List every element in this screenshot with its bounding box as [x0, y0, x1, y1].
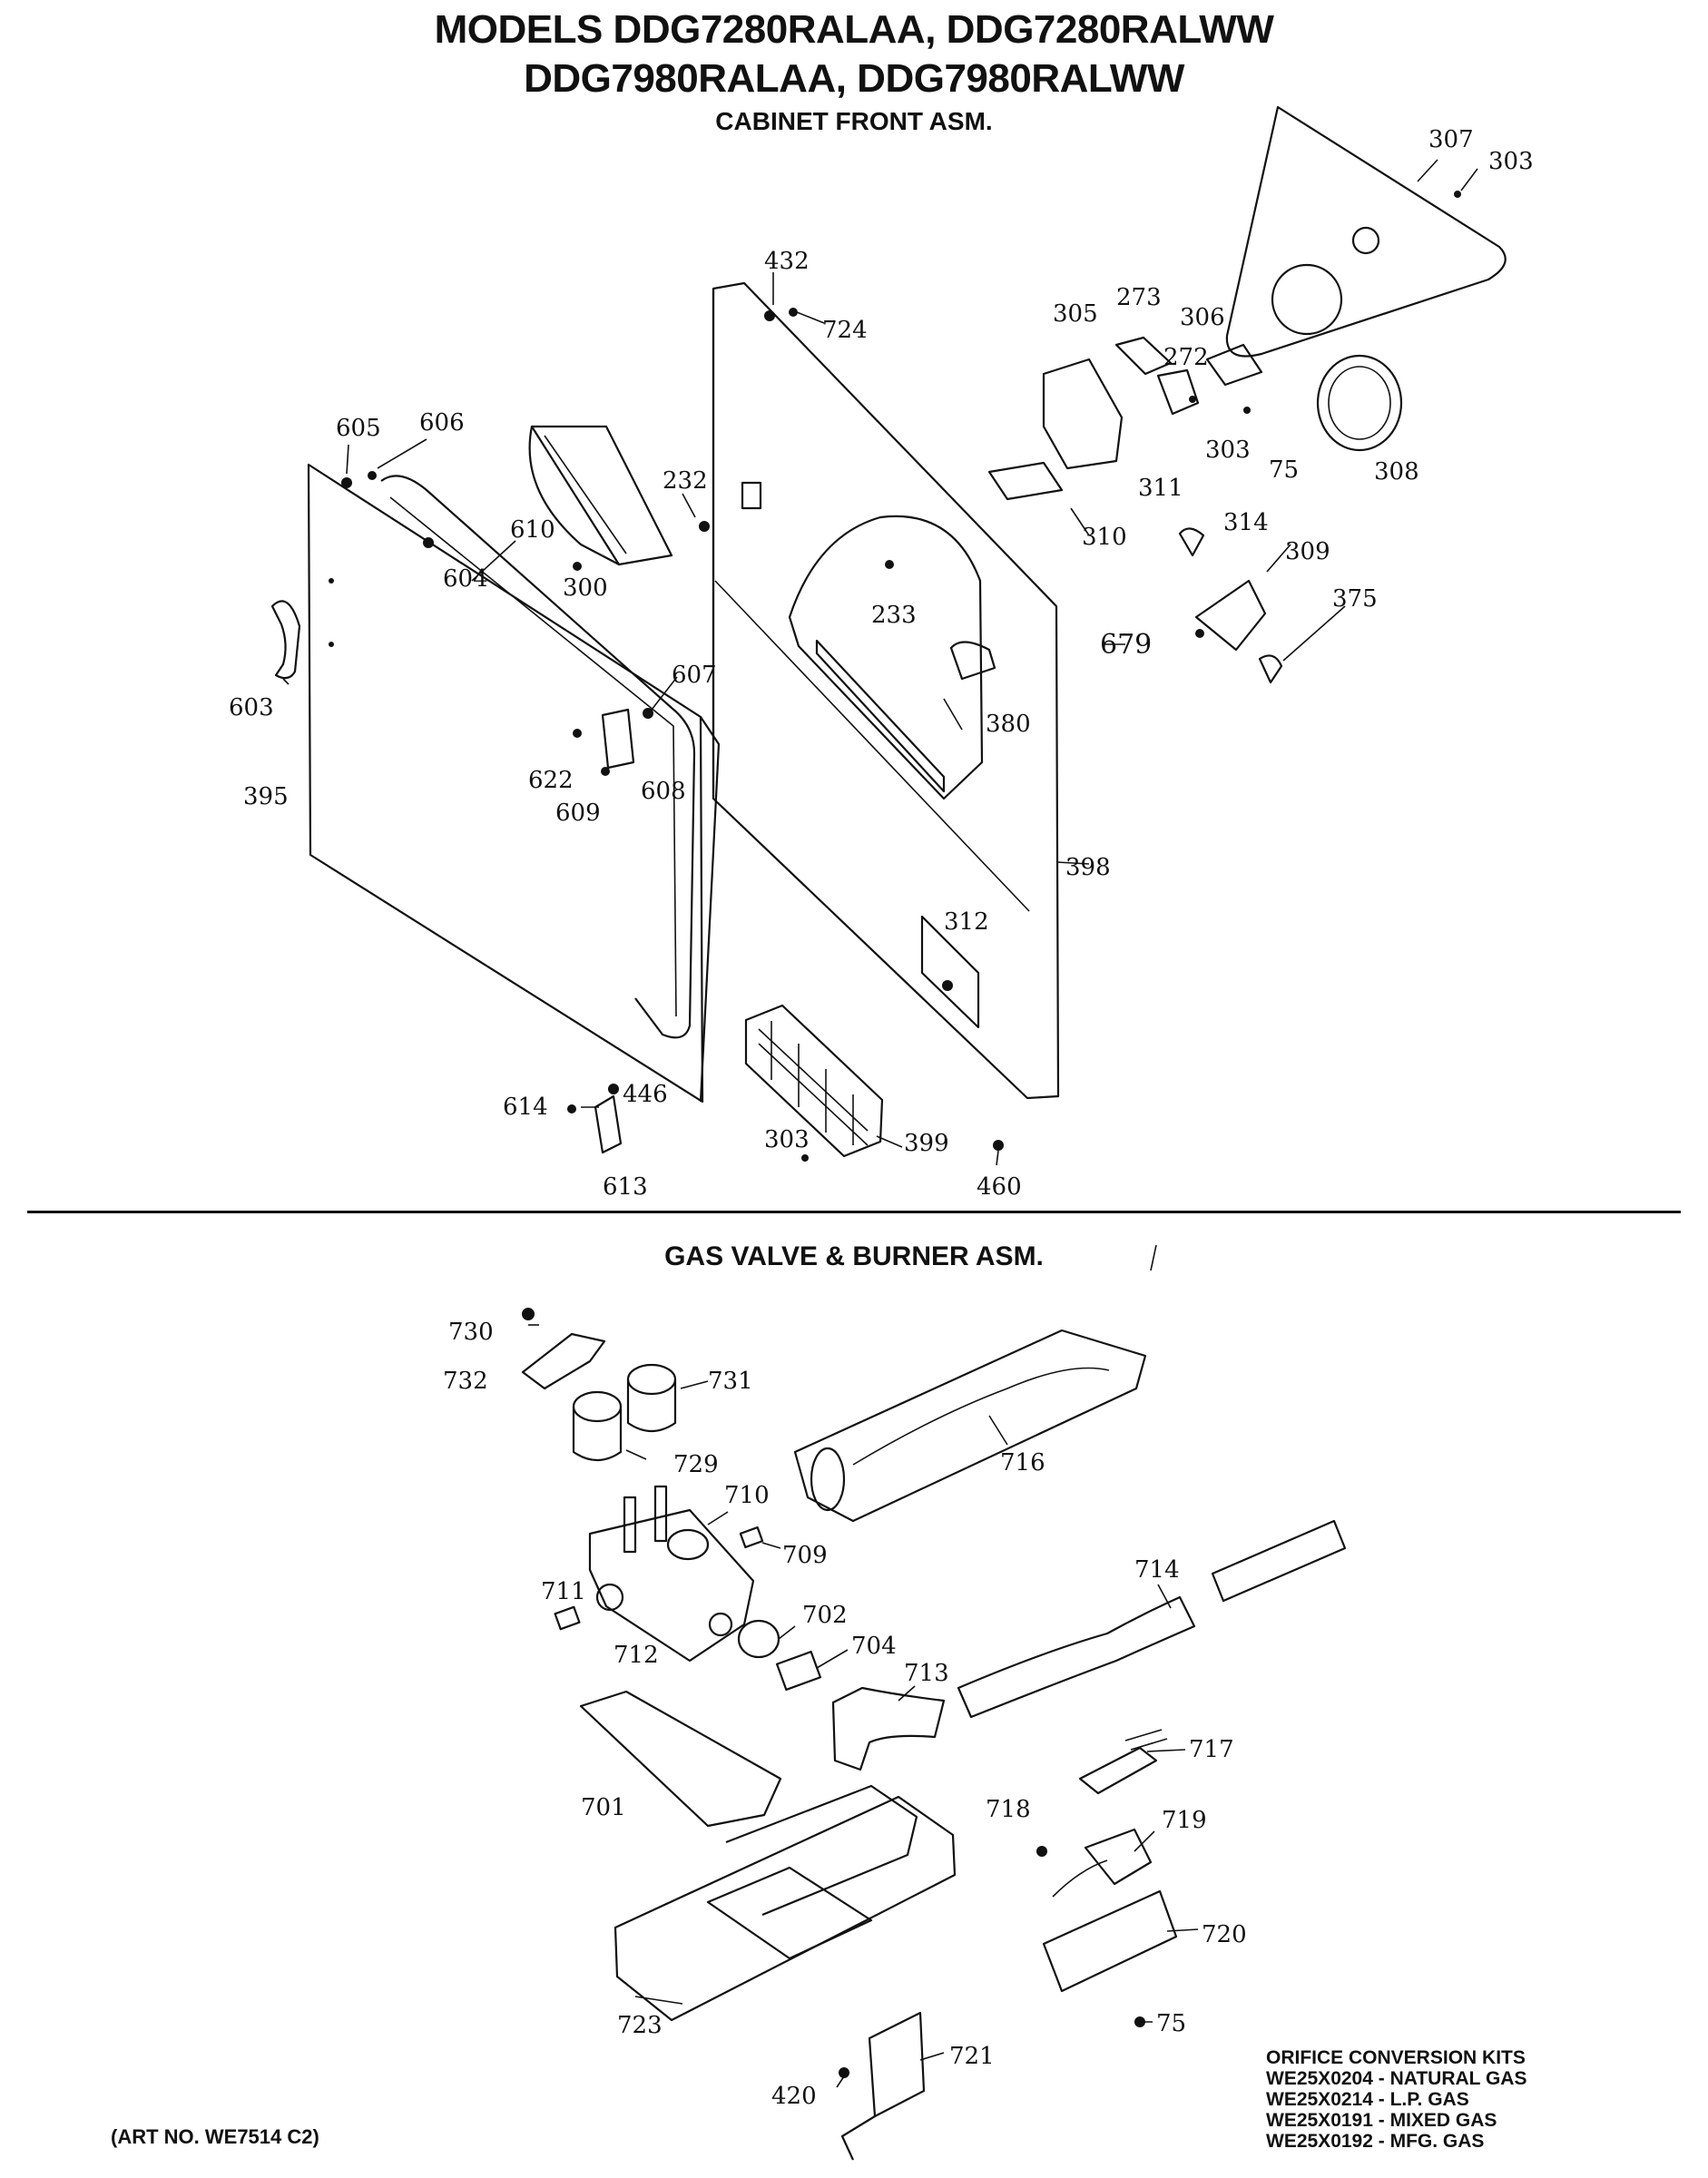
orifice-conversion-kits: ORIFICE CONVERSION KITS WE25X0204 - NATU… [1266, 2047, 1526, 2152]
gas-valve [588, 1485, 755, 1663]
label-714: 714 [1134, 1556, 1180, 1584]
coil-bracket [521, 1332, 606, 1390]
label-724: 724 [822, 317, 868, 344]
gas-supply-pipe [957, 1519, 1347, 1719]
kit-lp-gas: WE25X0214 - L.P. GAS [1266, 2089, 1469, 2110]
label-233: 233 [871, 602, 917, 629]
label-709: 709 [782, 1542, 828, 1569]
label-720: 720 [1202, 1921, 1247, 1948]
door-liner [380, 475, 696, 1039]
cabinet-front-panel [712, 281, 1060, 1100]
label-712: 712 [614, 1642, 659, 1669]
valve-coils [572, 1363, 677, 1462]
label-432: 432 [764, 248, 810, 275]
start-switch [1178, 527, 1283, 684]
door-switch [1114, 336, 1263, 416]
label-608: 608 [641, 778, 686, 805]
label-704: 704 [851, 1633, 897, 1660]
kit-mixed-gas: WE25X0191 - MIXED GAS [1266, 2110, 1497, 2131]
label-420: 420 [771, 2083, 817, 2110]
label-607: 607 [672, 662, 717, 689]
label-308: 308 [1374, 458, 1419, 486]
label-303-bottom: 303 [764, 1126, 810, 1153]
label-701: 701 [581, 1794, 626, 1821]
label-272: 272 [1163, 344, 1209, 371]
label-713: 713 [904, 1660, 949, 1687]
seal-ring [1316, 354, 1403, 452]
page-title-line-2: DDG7980RALAA, DDG7980RALWW [524, 56, 1184, 101]
label-731: 731 [708, 1368, 753, 1395]
burner-bracket [614, 1784, 957, 2022]
label-307: 307 [1428, 126, 1474, 153]
section-title-gas-valve: GAS VALVE & BURNER ASM. [664, 1241, 1044, 1271]
label-702: 702 [802, 1602, 848, 1629]
label-399: 399 [904, 1130, 949, 1157]
label-460: 460 [977, 1173, 1022, 1201]
label-395: 395 [243, 783, 289, 810]
door-handle [270, 600, 301, 680]
label-303: 303 [1205, 437, 1251, 464]
label-310: 310 [1082, 524, 1127, 551]
valve-mounting-plate [579, 1690, 782, 1828]
label-314: 314 [1223, 509, 1269, 536]
label-312: 312 [944, 908, 989, 936]
label-300: 300 [563, 574, 608, 602]
switch-cover [987, 358, 1124, 501]
label-723: 723 [617, 2012, 663, 2039]
burner-housing [793, 1329, 1147, 1523]
heat-shield [868, 2011, 926, 2118]
label-719: 719 [1162, 1807, 1207, 1834]
fasteners [341, 191, 1461, 1162]
label-721: 721 [949, 2043, 995, 2070]
section-divider [27, 1211, 1681, 1213]
label-75-burner: 75 [1156, 2010, 1186, 2037]
page-title-line-1: MODELS DDG7280RALAA, DDG7280RALWW [434, 7, 1274, 52]
lint-filter [528, 425, 673, 566]
label-604: 604 [443, 565, 488, 593]
label-730: 730 [448, 1319, 494, 1346]
section-title-cabinet-front: CABINET FRONT ASM. [715, 107, 993, 135]
label-309: 309 [1285, 538, 1330, 565]
label-732: 732 [443, 1368, 488, 1395]
kits-title: ORIFICE CONVERSION KITS [1266, 2047, 1526, 2068]
label-718: 718 [986, 1796, 1031, 1823]
label-614: 614 [503, 1094, 548, 1121]
drum-bearing-bracket [1225, 105, 1507, 358]
label-375: 375 [1332, 585, 1378, 613]
label-311: 311 [1138, 475, 1183, 502]
kit-natural-gas: WE25X0204 - NATURAL GAS [1266, 2068, 1527, 2089]
label-303-top: 303 [1488, 148, 1534, 175]
label-380: 380 [986, 711, 1031, 738]
label-232: 232 [663, 467, 708, 495]
label-710: 710 [724, 1482, 770, 1509]
kit-mfg-gas: WE25X0192 - MFG. GAS [1266, 2131, 1485, 2152]
leader-lines [282, 159, 1478, 2088]
label-446: 446 [623, 1081, 668, 1108]
label-729: 729 [673, 1451, 719, 1478]
label-716: 716 [1000, 1449, 1045, 1477]
igniter-assembly [1042, 1729, 1178, 1993]
label-305: 305 [1053, 300, 1098, 328]
label-603: 603 [229, 694, 274, 721]
label-606: 606 [419, 409, 465, 437]
valve-fittings [554, 1526, 946, 1771]
art-number: (ART NO. WE7514 C2) [111, 2125, 319, 2148]
label-605: 605 [336, 415, 381, 442]
label-75: 75 [1269, 456, 1299, 484]
label-306: 306 [1180, 304, 1225, 331]
label-622: 622 [528, 767, 574, 794]
door-panel [307, 463, 721, 1104]
label-717: 717 [1189, 1736, 1234, 1763]
label-609: 609 [555, 800, 601, 827]
vent-grille [744, 1004, 884, 1158]
part-labels: 432 724 305 273 306 272 303 75 307 303 3… [229, 126, 1534, 2110]
label-610: 610 [510, 516, 555, 544]
label-613: 613 [603, 1173, 648, 1201]
label-711: 711 [541, 1578, 586, 1605]
label-679: 679 [1100, 629, 1152, 661]
label-398: 398 [1065, 854, 1111, 881]
label-273: 273 [1116, 284, 1162, 311]
hinges [594, 708, 635, 1154]
